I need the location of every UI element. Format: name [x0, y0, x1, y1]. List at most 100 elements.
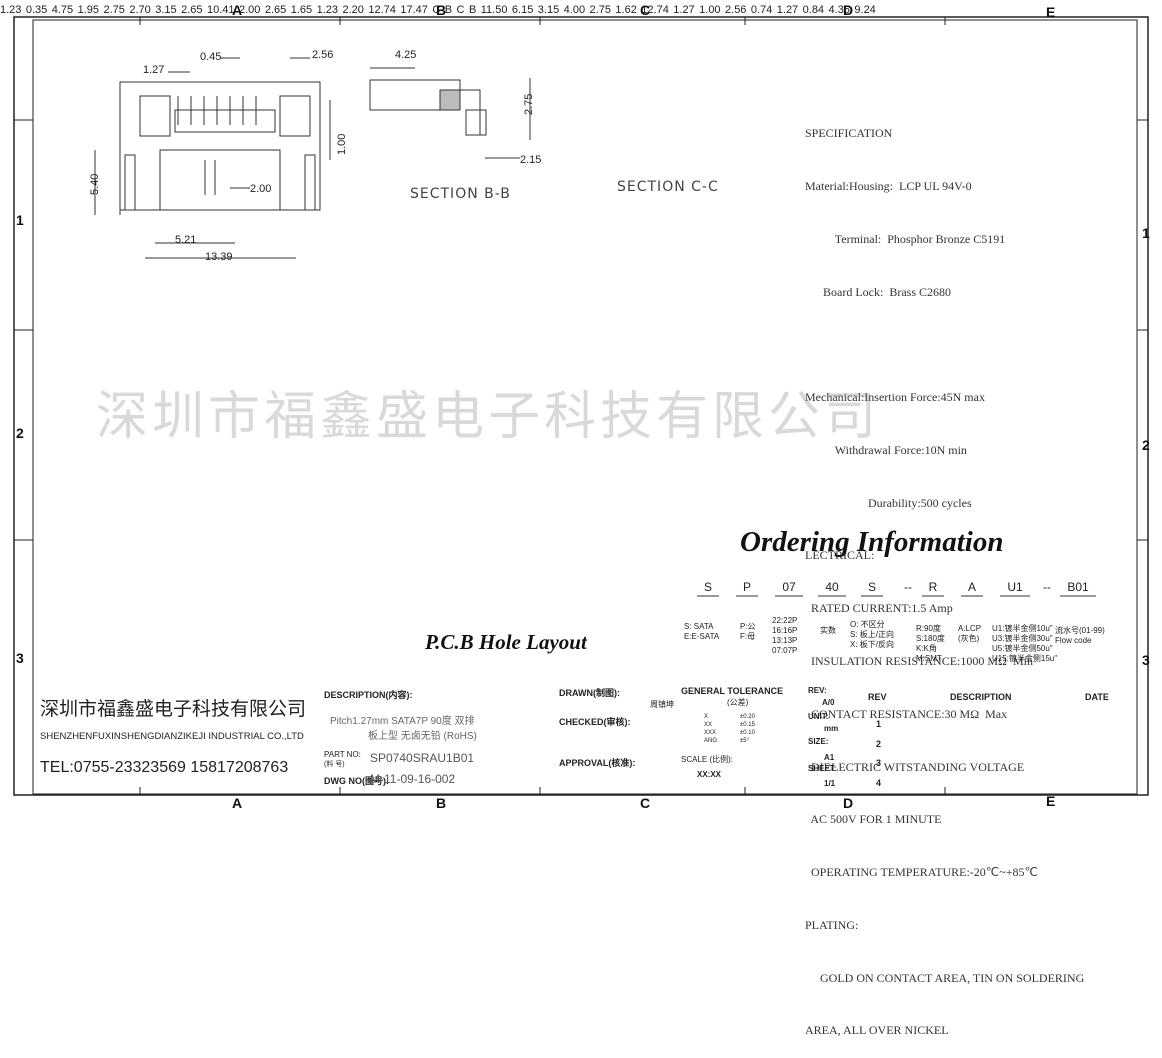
dim-text: 1.27: [776, 4, 799, 16]
order-code: --: [904, 580, 912, 594]
dim-text: 1.62: [615, 4, 637, 16]
rev-table-header-date: DATE: [1085, 692, 1109, 702]
spec-line: PLATING:: [805, 917, 859, 932]
dim-text: 12.74: [368, 4, 396, 16]
dim-text: 0.84: [802, 4, 825, 16]
section-mark: B: [444, 4, 453, 16]
order-desc: 实数: [820, 626, 836, 635]
zone-col-d-bottom: D: [843, 795, 854, 811]
section-b-label: SECTION B-B: [410, 186, 511, 202]
order-code: 40: [825, 580, 839, 594]
tolerance-value: ±5°: [740, 738, 750, 744]
description-line-1: Pitch1.27mm SATA7P 90度 双排: [330, 716, 475, 727]
spec-line: Board Lock: Brass C2680: [805, 284, 951, 299]
drawn-by: 周镇坤: [650, 700, 674, 709]
rev-value: A/0: [822, 698, 835, 707]
dim-text: 1.27: [673, 4, 695, 16]
spec-line: OPERATING TEMPERATURE:-20℃~+85℃: [805, 865, 1038, 880]
zone-row-2-right: 2: [1142, 437, 1150, 453]
drawing-canvas: 1.27 0.45 2.56 1.00 5.40 2.00 5.21 13.39…: [13, 16, 1149, 796]
tolerance-key: XXX: [704, 730, 717, 736]
dim-text: 3.15: [155, 4, 177, 16]
spec-line: Material:Housing: LCP UL 94V-0: [805, 178, 972, 193]
sheet-value: 1/1: [824, 779, 836, 788]
top-view: [94, 57, 331, 259]
tolerance-value: ±0.20: [740, 714, 755, 720]
section-mark: B: [468, 4, 477, 16]
zone-row-1-left: 1: [16, 212, 24, 228]
dim-text: 1.00: [336, 134, 348, 155]
zone-col-c-top: C: [640, 2, 651, 18]
dim-text: 2.56: [312, 49, 333, 61]
spec-line: Terminal: Phosphor Bronze C5191: [805, 231, 1006, 246]
dim-text: 11.50: [480, 4, 508, 16]
order-code: --: [1043, 580, 1051, 594]
dim-text: 17.47: [400, 4, 428, 16]
order-desc: R:90度 S:180度 K:K角 M:SMT: [916, 624, 945, 663]
dim-text: 0.35: [25, 4, 48, 16]
dim-text: 10.41: [207, 4, 235, 16]
spec-line: AC 500V FOR 1 MINUTE: [805, 812, 942, 827]
zone-col-c-bottom: C: [640, 795, 651, 811]
dim-text: 2.00: [250, 183, 271, 195]
order-desc: P:公 F:母: [740, 622, 756, 641]
spec-line: CONTACT RESISTANCE:30 MΩ Max: [805, 706, 1008, 721]
drawn-label: DRAWN(制图):: [559, 688, 620, 698]
dwg-no-value: M-11-09-16-002: [370, 772, 456, 786]
dim-text: 6.15: [511, 4, 534, 16]
spec-line: SPECIFICATION: [805, 126, 893, 141]
spec-line: [805, 336, 1084, 354]
checked-label: CHECKED(审核):: [559, 717, 631, 727]
order-desc: 流水号(01-99) Flow code: [1055, 626, 1105, 645]
dim-text: 2.56: [725, 4, 747, 16]
tolerance-value: ±0.10: [740, 730, 755, 736]
part-no-label: PART NO:: [324, 750, 361, 759]
dim-text: 9.24: [854, 4, 876, 16]
company-tel: TEL:0755-23323569 15817208763: [40, 759, 289, 776]
dim-text: 2.65: [181, 4, 203, 16]
zone-col-a-top: A: [232, 2, 243, 18]
pcb-layout-title: P.C.B Hole Layout: [425, 630, 587, 654]
order-desc: U1:镀半金侧10u" U3:镀半金侧30u" U5:镀半金侧50u" U15:…: [992, 624, 1058, 663]
dim-text: 0.74: [750, 4, 773, 16]
dim-text: 2.75: [523, 94, 535, 115]
description-line-2: 板上型 无卤无铅 (RoHS): [368, 731, 477, 742]
dim-text: 2.75: [103, 4, 125, 16]
section-c-label: SECTION C-C: [617, 179, 719, 195]
order-code: S: [703, 580, 712, 594]
zone-row-3-right: 3: [1142, 652, 1150, 668]
sheet-label: SHEET:: [808, 764, 837, 773]
spec-line: INSULATION RESISTANCE:1000 MΩ Min: [805, 654, 1033, 668]
dim-text: 2.75: [589, 4, 611, 16]
part-no-sublabel: (料 号): [324, 761, 345, 768]
specification-block: SPECIFICATION Material:Housing: LCP UL 9…: [805, 90, 1084, 1058]
dim-text: 2.70: [129, 4, 151, 16]
zone-col-e-bottom: E: [1046, 793, 1056, 809]
section-mark: C: [432, 4, 441, 16]
dim-text: 2.00: [238, 4, 261, 16]
dim-text: 4.75: [51, 4, 74, 16]
unit-value: mm: [824, 724, 839, 733]
tolerance-label: GENERAL TOLERANCE: [681, 686, 784, 696]
order-desc: O: 不区分 S: 板上/正向 X: 板下/反向: [850, 620, 895, 649]
tolerance-value: ±0.15: [740, 722, 755, 728]
dim-text: 4.00: [563, 4, 586, 16]
dim-text: 1.23: [0, 4, 22, 16]
size-value: A1: [824, 753, 835, 762]
spec-line: LECTRICAL:: [805, 548, 875, 563]
dim-text: 2.20: [342, 4, 364, 16]
rev-table-row: 1: [876, 719, 882, 729]
tolerance-key: X: [704, 714, 709, 720]
dim-text: 12.74: [641, 4, 669, 16]
dim-text: 1.65: [290, 4, 313, 16]
order-code: P: [742, 580, 751, 594]
rev-table-header-rev: REV: [868, 692, 887, 702]
zone-col-e-top: E: [1046, 4, 1056, 20]
spec-line: DIELECTRIC WITSTANDING VOLTAGE: [805, 759, 1025, 774]
rev-label: REV:: [808, 686, 827, 695]
dim-text: 1.00: [699, 4, 721, 16]
section-b-view: [369, 67, 531, 159]
dim-text: 4.25: [395, 49, 416, 61]
spec-line: AREA, ALL OVER NICKEL: [805, 1023, 949, 1038]
rev-table-header-description: DESCRIPTION: [950, 692, 1012, 702]
